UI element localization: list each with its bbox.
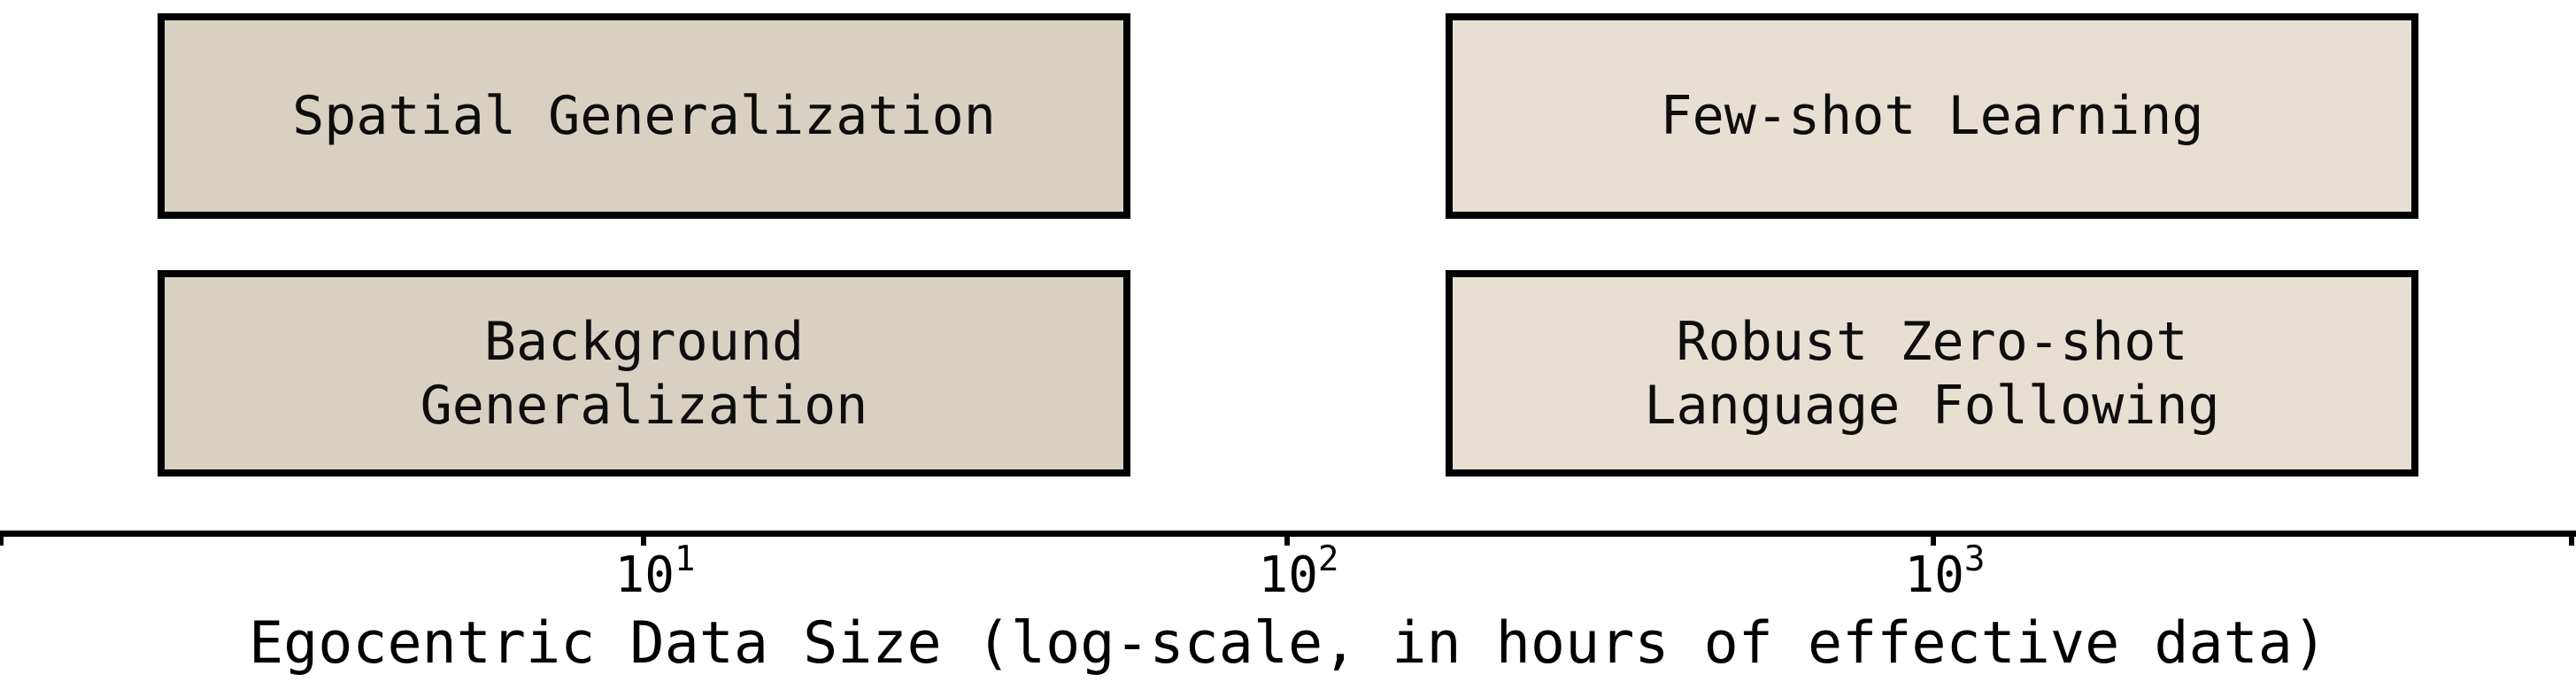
x-axis-tick-label-100: 102 bbox=[1258, 542, 1338, 601]
x-axis-title: Egocentric Data Size (log-scale, in hour… bbox=[249, 610, 2327, 677]
tick-base: 10 bbox=[1904, 546, 1964, 604]
x-axis-tick-label-10: 101 bbox=[614, 542, 695, 601]
x-axis-tick-right-end bbox=[2569, 531, 2574, 546]
x-axis-tick-1000 bbox=[1931, 531, 1936, 546]
robust-zero-shot-language-following-box: Robust Zero-shot Language Following bbox=[1446, 270, 2418, 477]
tick-exponent: 1 bbox=[674, 539, 696, 579]
tick-exponent: 2 bbox=[1317, 539, 1339, 579]
tick-base: 10 bbox=[1258, 546, 1318, 604]
x-axis-tick-10 bbox=[641, 531, 646, 546]
x-axis-tick-100 bbox=[1284, 531, 1290, 546]
background-generalization-box: Background Generalization bbox=[158, 270, 1130, 477]
spatial-generalization-box: Spatial Generalization bbox=[158, 13, 1130, 219]
tick-exponent: 3 bbox=[1963, 539, 1986, 579]
x-axis-tick-left-end bbox=[0, 531, 4, 546]
few-shot-learning-box: Few-shot Learning bbox=[1446, 13, 2418, 219]
tick-base: 10 bbox=[614, 546, 675, 604]
x-axis-tick-label-1000: 103 bbox=[1904, 542, 1985, 601]
